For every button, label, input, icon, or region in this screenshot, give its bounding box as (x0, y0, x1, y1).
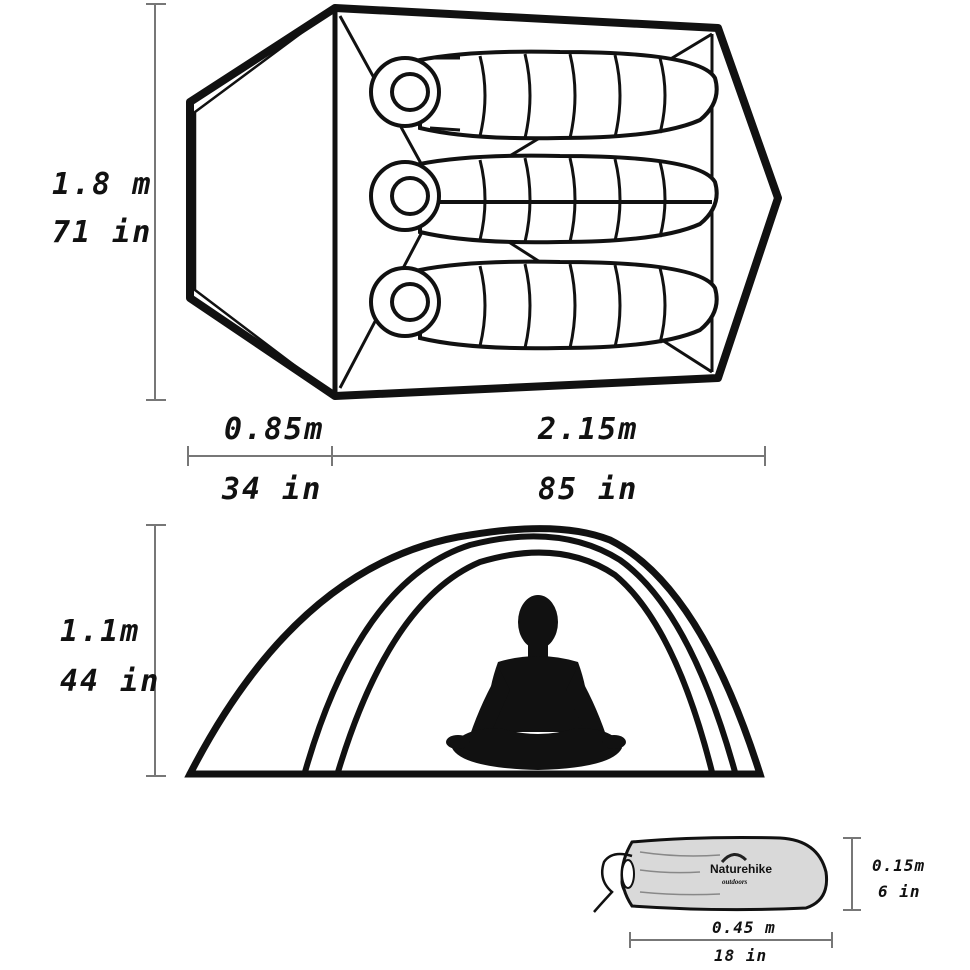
tent-side-view (184, 525, 765, 778)
pack-length-inches: 18 in (714, 946, 768, 965)
tent-height-inches: 44 in (60, 664, 161, 699)
pack-bag (593, 836, 829, 913)
vestibule-length-inches: 34 in (222, 472, 323, 507)
pack-dimension-lines (629, 837, 861, 948)
tent-fly-outline (186, 4, 782, 400)
sleeping-bags (369, 49, 719, 351)
inner-length-inches: 85 in (538, 472, 639, 507)
sleeping-bag-3 (369, 259, 719, 351)
pack-diameter-inches: 6 in (878, 882, 921, 901)
vestibule-length-meters: 0.85m (224, 412, 325, 447)
tent-pole-outer (302, 533, 738, 775)
tent-width-meters: 1.8 m (52, 167, 153, 202)
tent-width-inches: 71 in (52, 215, 153, 250)
person-silhouette (446, 595, 626, 770)
vestibule-panel (193, 6, 336, 397)
tent-height-meters: 1.1m (60, 614, 141, 649)
top-dimension-lines (146, 3, 766, 466)
pack-diameter-meters: 0.15m (872, 856, 926, 875)
naturehike-logo-mark (720, 853, 748, 864)
pack-brand-sub: outdoors (722, 878, 748, 886)
inner-length-meters: 2.15m (538, 412, 639, 447)
pack-brand: Naturehike (710, 862, 773, 876)
sleeping-bag-1 (369, 49, 719, 141)
pack-length-meters: 0.45 m (712, 918, 776, 937)
tent-fly-arc (184, 525, 765, 778)
tent-pole-inner (335, 549, 715, 775)
sleeping-bag-2 (369, 153, 719, 245)
side-dimension-lines (146, 524, 166, 777)
